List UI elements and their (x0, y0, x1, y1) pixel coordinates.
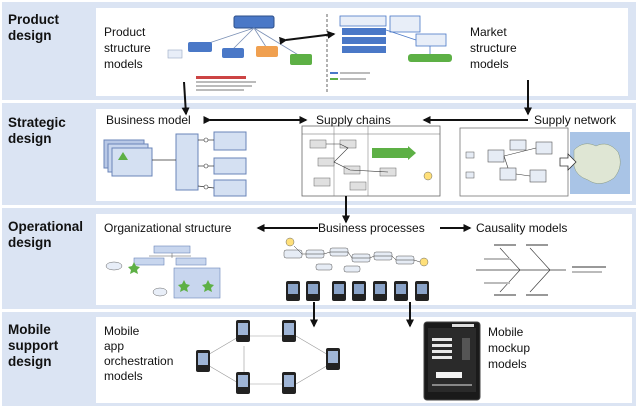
business-processes-thumbnail (283, 237, 429, 301)
label-business-model: Business model (106, 113, 191, 127)
label-line: Mobile (104, 324, 140, 338)
label-line: models (104, 57, 143, 71)
organizational-structure-thumbnail (105, 245, 221, 299)
label-mobile-mockup-models: Mobile mockup models (488, 324, 530, 372)
row-label-line: Mobile (8, 322, 51, 337)
mobile-mockup-thumbnail (423, 321, 481, 401)
panel-mobile (96, 317, 632, 403)
row-label-product-design: Product design (8, 12, 59, 44)
supply-chains-thumbnail (301, 125, 441, 197)
label-line: models (470, 57, 509, 71)
row-label-line: design (8, 235, 52, 250)
row-label-line: Strategic (8, 115, 66, 130)
mobile-app-orchestration-thumbnail (196, 320, 340, 394)
market-structure-thumbnail (330, 15, 452, 80)
product-structure-thumbnail (167, 15, 312, 91)
label-supply-chains: Supply chains (316, 113, 391, 127)
row-label-strategic-design: Strategic design (8, 115, 66, 147)
row-label-line: support (8, 338, 59, 353)
row-label-line: design (8, 28, 52, 43)
label-product-structure-models: Product structure models (104, 24, 151, 72)
label-business-processes: Business processes (318, 221, 425, 235)
label-line: Product (104, 25, 146, 39)
label-line: structure (470, 41, 517, 55)
row-label-line: design (8, 131, 52, 146)
label-organizational-structure: Organizational structure (104, 221, 232, 235)
row-label-mobile-support-design: Mobile support design (8, 322, 58, 370)
label-supply-network: Supply network (534, 113, 617, 127)
business-model-thumbnail (103, 131, 247, 197)
label-line: app (104, 339, 125, 353)
label-causality-models: Causality models (476, 221, 568, 235)
label-line: mockup (488, 341, 531, 355)
label-line: structure (104, 41, 151, 55)
causality-models-thumbnail (476, 244, 606, 296)
label-market-structure-models: Market structure models (470, 24, 517, 72)
row-label-operational-design: Operational design (8, 219, 83, 251)
label-line: models (488, 357, 527, 371)
row-label-line: Operational (8, 219, 84, 234)
label-mobile-app-orchestration-models: Mobile app orchestration models (104, 324, 173, 384)
label-line: Market (470, 25, 507, 39)
row-label-line: Product (8, 12, 60, 27)
supply-network-thumbnail (459, 127, 630, 197)
label-line: models (104, 369, 143, 383)
label-line: orchestration (104, 354, 174, 368)
row-label-line: design (8, 354, 52, 369)
label-line: Mobile (488, 325, 524, 339)
